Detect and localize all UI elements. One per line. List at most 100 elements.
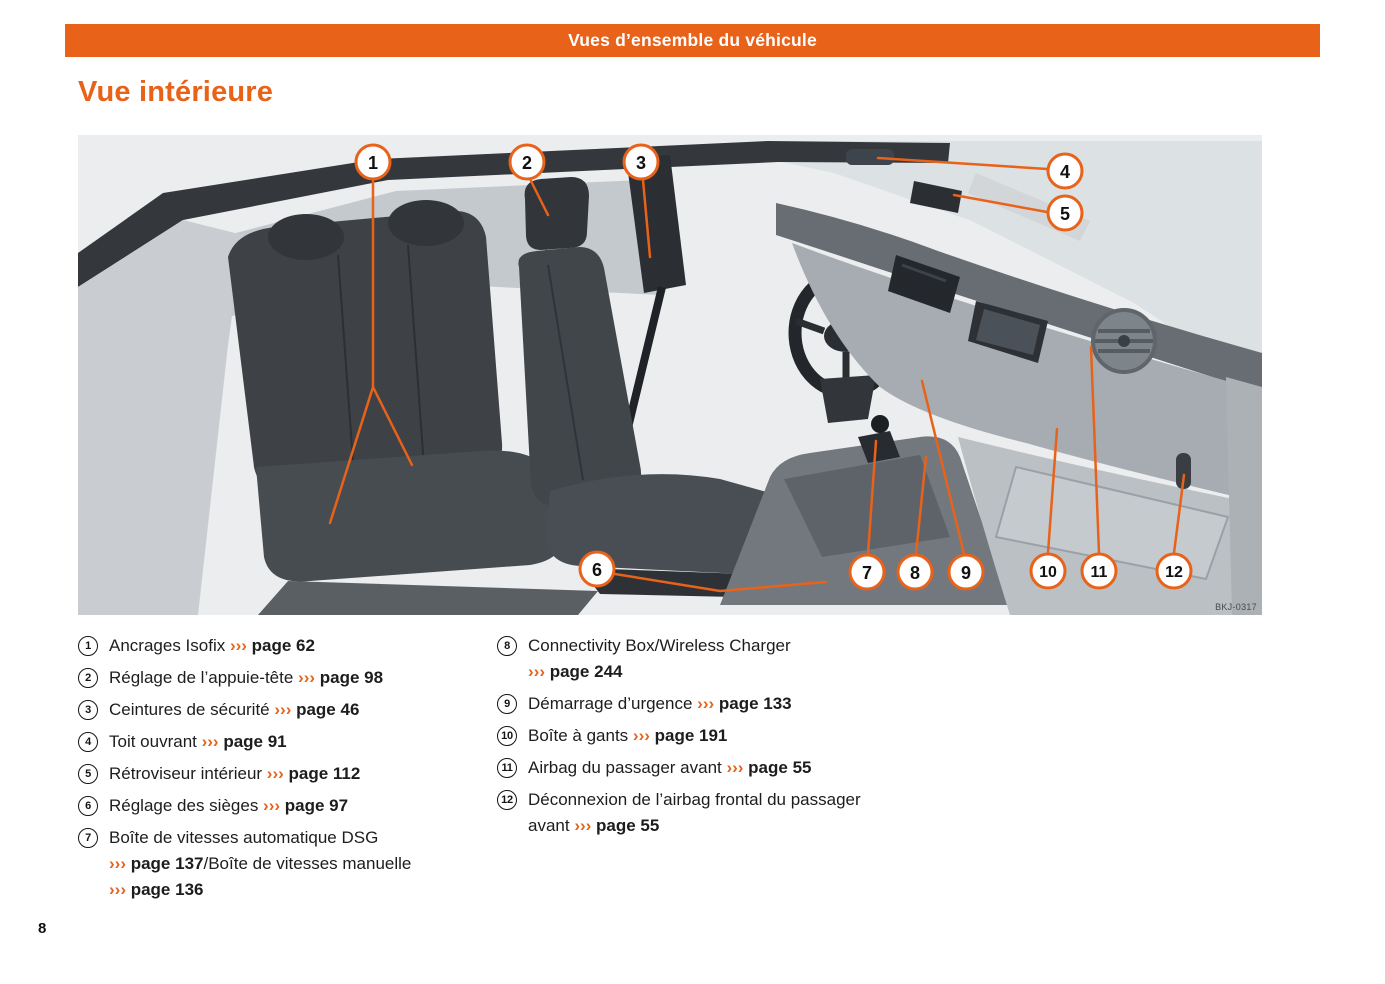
glovebox (994, 465, 1230, 581)
chevron-link-icon: ››› (298, 668, 316, 687)
windshield (768, 141, 1262, 387)
callout-2: 2 (508, 143, 546, 181)
page-reference: page 191 (649, 726, 728, 745)
page-reference: page 136 (125, 880, 204, 899)
callout-line-10 (1046, 427, 1059, 555)
front-door-panel (1226, 377, 1262, 615)
svg-text:7: 7 (862, 563, 872, 583)
callout-11: 11 (1080, 552, 1118, 590)
legend-number-badge: 11 (497, 758, 517, 778)
page-reference: page 55 (743, 758, 812, 777)
callout-line-7 (866, 439, 878, 556)
chevron-link-icon: ››› (574, 816, 592, 835)
chevron-link-icon: ››› (632, 726, 650, 745)
car-interior-art (78, 141, 1262, 615)
interior-view-illustration: 1 2 3 4 5 6 7 8 9 10 11 12 BKJ-0317 (78, 135, 1262, 615)
legend-number-badge: 7 (78, 828, 98, 848)
rear-headrest-right (388, 200, 464, 246)
page-reference: page 244 (544, 662, 623, 681)
callout-badges: 1 2 3 4 5 6 7 8 9 10 11 12 (354, 143, 1193, 591)
gear-knob (871, 415, 889, 433)
callout-line-9 (920, 379, 966, 556)
svg-text:9: 9 (961, 563, 971, 583)
page-reference: page 55 (591, 816, 660, 835)
chevron-link-icon: ››› (528, 662, 545, 681)
legend-item-7: 7 Boîte de vitesses automatique DSG ››› p… (78, 825, 497, 903)
legend-item-text: Réglage des sièges ››› page 97 (109, 796, 349, 815)
chevron-link-icon: ››› (266, 764, 284, 783)
svg-text:1: 1 (368, 153, 378, 173)
legend-item-text: Ceintures de sécurité ››› page 46 (109, 700, 360, 719)
legend-number-badge: 12 (497, 790, 517, 810)
legend-number-badge: 4 (78, 732, 98, 752)
sunroof-control (846, 149, 894, 165)
callout-line-8 (914, 455, 928, 556)
chevron-link-icon: ››› (109, 880, 126, 899)
legend-item-text: Ancrages Isofix ››› page 62 (109, 636, 315, 655)
callout-line-5 (952, 193, 1049, 214)
callout-12: 12 (1155, 552, 1193, 590)
callout-line-12 (1172, 473, 1186, 555)
rear-headrest-left (268, 214, 344, 260)
steering-column (820, 375, 876, 423)
air-vent-dial (1118, 335, 1130, 347)
console-top (784, 455, 950, 557)
floor (258, 581, 598, 615)
callout-3: 3 (622, 143, 660, 181)
legend-number-badge: 8 (497, 636, 517, 656)
legend-item-text: Boîte à gants ››› page 191 (528, 726, 728, 745)
cluster-glare (901, 263, 947, 283)
legend-item-text: Déconnexion de l’airbag frontal du passa… (528, 790, 861, 835)
callout-6: 6 (578, 550, 616, 588)
page-reference: page 98 (315, 668, 384, 687)
car-interior-figure: 1 2 3 4 5 6 7 8 9 10 11 12 (78, 135, 1262, 615)
chevron-link-icon: ››› (201, 732, 219, 751)
legend-number-badge: 1 (78, 636, 98, 656)
callout-lines (328, 156, 1186, 593)
svg-text:3: 3 (636, 153, 646, 173)
legend-item-text: Boîte de vitesses automatique DSG ››› pa… (109, 828, 412, 899)
front-headrest (524, 177, 589, 250)
svg-text:2: 2 (522, 153, 532, 173)
dashboard (792, 243, 1262, 503)
front-seatback (518, 247, 642, 507)
legend-item-text: Rétroviseur intérieur ››› page 112 (109, 764, 361, 783)
rear-seat-cushion (256, 450, 563, 582)
page-reference: page 112 (283, 764, 361, 783)
rear-seat-seams (337, 244, 425, 476)
svg-text:4: 4 (1060, 162, 1070, 182)
callout-line-11 (1089, 345, 1101, 555)
svg-text:12: 12 (1165, 564, 1183, 581)
callout-line-6 (613, 572, 828, 593)
svg-text:8: 8 (910, 563, 920, 583)
svg-text:11: 11 (1091, 564, 1108, 581)
legend-item-1: 1 Ancrages Isofix ››› page 62 (78, 633, 497, 659)
chevron-link-icon: ››› (697, 694, 715, 713)
center-display-screen (976, 309, 1040, 355)
callout-10: 10 (1029, 552, 1067, 590)
rear-quarter-panel (78, 220, 243, 615)
roofline (78, 141, 950, 287)
callout-8: 8 (896, 553, 934, 591)
legend-item-text: Toit ouvrant ››› page 91 (109, 732, 287, 751)
callout-line-1 (328, 178, 414, 525)
legend-item-11: 11 Airbag du passager avant ››› page 55 (497, 755, 917, 781)
svg-text:5: 5 (1060, 204, 1070, 224)
figure-code: BKJ-0317 (1215, 602, 1257, 612)
chapter-header-bar: Vues d’ensemble du véhicule (65, 24, 1320, 57)
callout-line-3 (641, 178, 652, 259)
page-reference: page 91 (218, 732, 287, 751)
legend-item-text: Airbag du passager avant ››› page 55 (528, 758, 812, 777)
page-reference: page 97 (280, 796, 349, 815)
chevron-link-icon: ››› (263, 796, 281, 815)
page-reference: page 62 (246, 636, 315, 655)
legend-number-badge: 2 (78, 668, 98, 688)
chevron-link-icon: ››› (229, 636, 247, 655)
